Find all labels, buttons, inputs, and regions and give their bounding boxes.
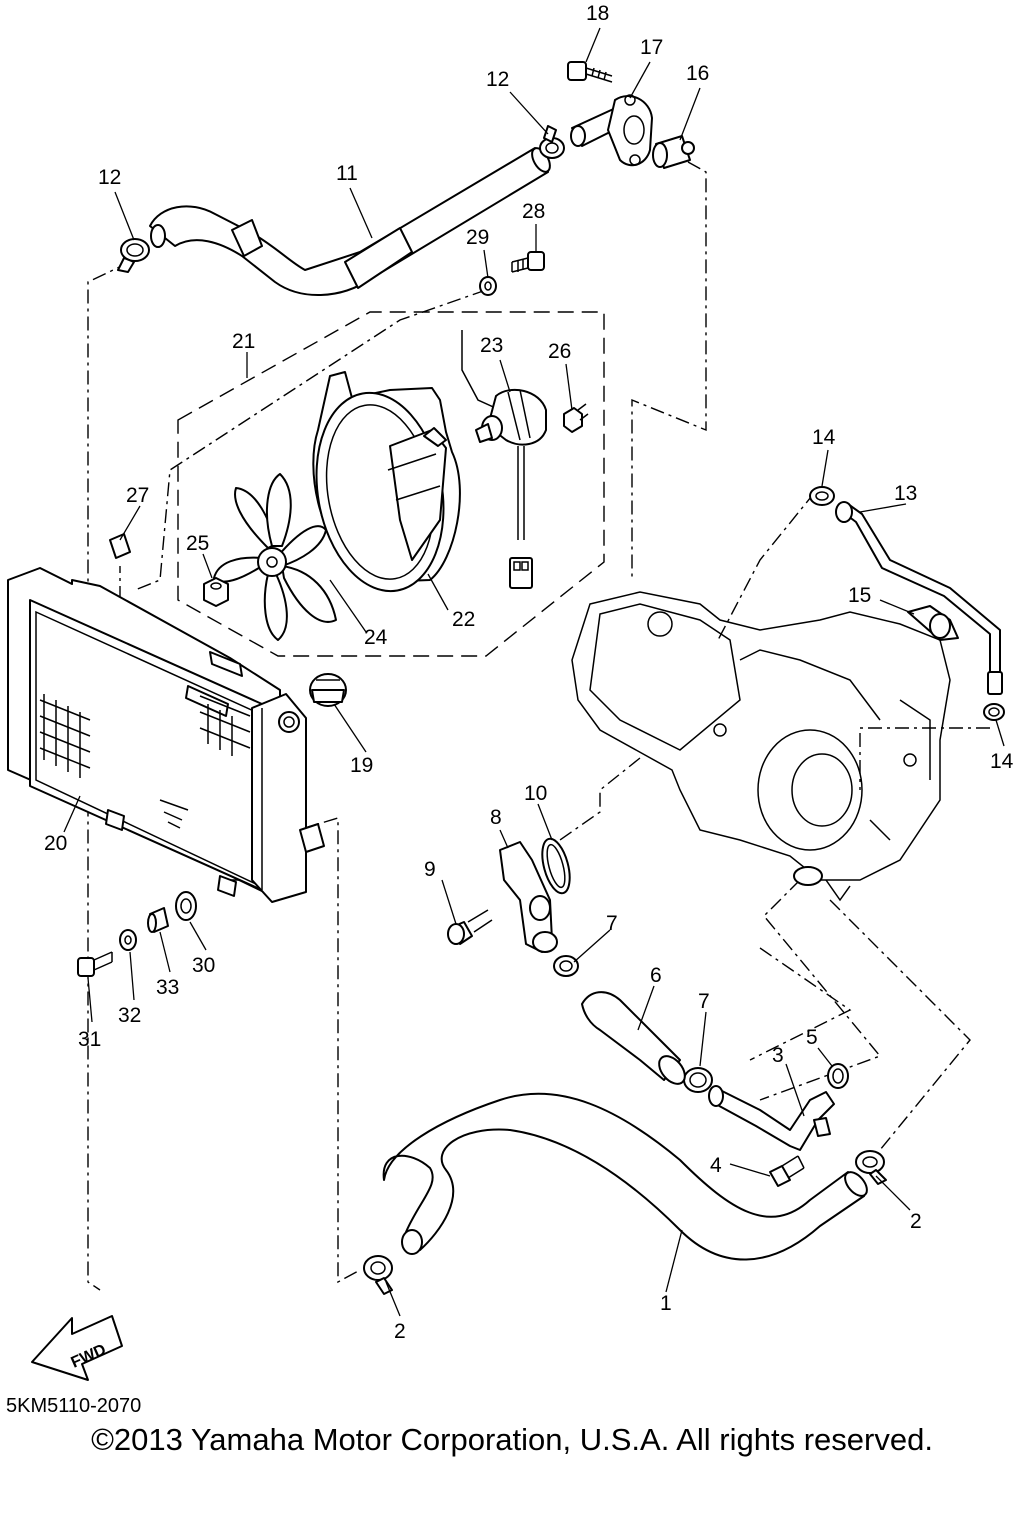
callout-23: 23: [480, 334, 503, 357]
fan-shroud: [312, 371, 461, 593]
o-ring-5: [827, 1063, 849, 1089]
callout-6: 6: [650, 964, 662, 987]
forward-arrow: FWD: [31, 1315, 123, 1381]
bolt-4: [769, 1155, 805, 1187]
hose-clamp-upper-left: [117, 238, 150, 273]
callout-16: 16: [686, 62, 709, 85]
bypass-pipe: [835, 501, 1003, 695]
hose-clamp-14-lower: [983, 703, 1005, 721]
o-ring-10: [541, 837, 571, 895]
bolt-26: [563, 403, 589, 433]
engine-outline: [571, 591, 951, 902]
hose-clamp-upper-right: [539, 125, 565, 159]
water-pump-outlet: [499, 841, 558, 953]
callout-14-lower: 14: [990, 750, 1014, 773]
fan-motor: [461, 330, 547, 589]
callout-labels: 18 17 16 12 12 11 28 29 21 23 26 27 25 2…: [44, 2, 1014, 1343]
hose-clamp-7-lower: [683, 1067, 713, 1093]
callout-33: 33: [156, 976, 179, 999]
collar-33: [147, 907, 169, 933]
callout-24: 24: [364, 626, 388, 649]
thermostat-cover: [570, 94, 653, 167]
callout-2-right: 2: [910, 1210, 922, 1233]
nut-25: [203, 577, 229, 607]
bolt-18: [567, 61, 613, 83]
hose-clamp-7-upper: [553, 955, 579, 977]
callout-3: 3: [772, 1044, 784, 1067]
callout-27: 27: [126, 484, 149, 507]
copyright-notice: ©2013 Yamaha Motor Corporation, U.S.A. A…: [91, 1422, 933, 1457]
callout-15: 15: [848, 584, 871, 607]
callout-13: 13: [894, 482, 917, 505]
callout-29: 29: [466, 226, 489, 249]
catalog-code: 5KM5110-2070: [6, 1395, 142, 1417]
callout-14-upper: 14: [812, 426, 836, 449]
thermostat: [652, 135, 695, 169]
callout-1: 1: [660, 1292, 672, 1315]
callout-8: 8: [490, 806, 502, 829]
bolt-9: [447, 909, 493, 945]
callout-17: 17: [640, 36, 663, 59]
callout-18: 18: [586, 2, 609, 25]
grommet-30: [175, 891, 197, 921]
callout-25: 25: [186, 532, 209, 555]
callout-20: 20: [44, 832, 67, 855]
callout-10: 10: [524, 782, 547, 805]
callout-19: 19: [350, 754, 373, 777]
callout-26: 26: [548, 340, 571, 363]
short-hose-6: [581, 991, 686, 1085]
lower-radiator-hose: [382, 1092, 868, 1261]
callout-21: 21: [232, 330, 255, 353]
callout-12-upper: 12: [486, 68, 509, 91]
callout-28: 28: [522, 200, 545, 223]
screw-28: [511, 251, 545, 273]
radiator: [7, 567, 325, 903]
water-pipe-3: [708, 1085, 835, 1151]
washer-29: [479, 276, 497, 296]
callout-30: 30: [192, 954, 215, 977]
upper-radiator-hose: [149, 147, 551, 297]
fan-blade: [213, 473, 337, 641]
hose-clamp-2-left: [363, 1255, 393, 1295]
washer-32: [119, 929, 137, 951]
clamp-bracket-15: [907, 605, 959, 641]
callout-4: 4: [710, 1154, 722, 1177]
callout-11: 11: [336, 162, 358, 185]
hose-clamp-2-right: [855, 1150, 887, 1185]
callout-31: 31: [78, 1028, 101, 1051]
callout-22: 22: [452, 608, 475, 631]
routing-lines: [87, 161, 990, 1291]
callout-5: 5: [806, 1026, 818, 1049]
callout-9: 9: [424, 858, 436, 881]
callout-7-lower: 7: [698, 990, 710, 1013]
bolt-31: [77, 951, 113, 977]
callout-12-left: 12: [98, 166, 121, 189]
callout-2-left: 2: [394, 1320, 406, 1343]
clip-27: [109, 533, 131, 559]
leader-lines: [63, 27, 1005, 1317]
callout-7-upper: 7: [606, 912, 618, 935]
hose-clamp-14-upper: [809, 486, 835, 506]
callout-32: 32: [118, 1004, 141, 1027]
radiator-cap: [309, 673, 347, 707]
